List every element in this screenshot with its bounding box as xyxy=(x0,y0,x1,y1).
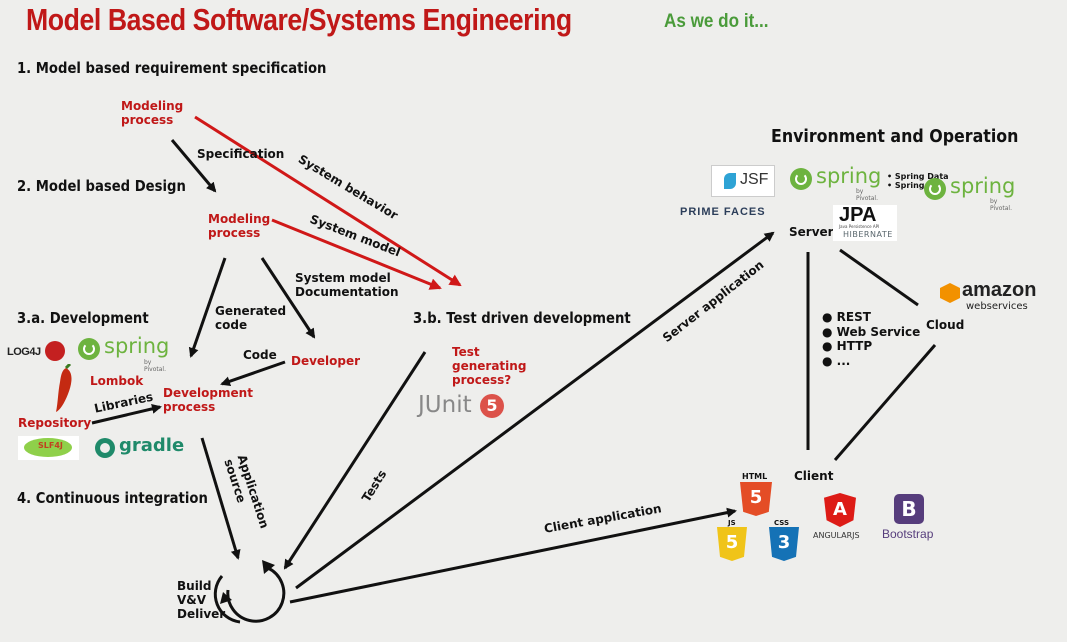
arrow-specification xyxy=(170,139,217,193)
node-build: Build V&V Deliver xyxy=(177,579,226,621)
arrow-generated-code xyxy=(188,257,227,358)
spring-logo: spring by Pivotal. xyxy=(78,334,169,373)
edge-label-code: Code xyxy=(243,348,277,362)
protocol-item: ● ... xyxy=(822,353,851,368)
heading-tdd: 3.b. Test driven development xyxy=(413,309,631,327)
angularjs-logo: A ANGULARJS xyxy=(811,493,869,543)
junit5-logo: JUnit 5 xyxy=(418,392,508,422)
spring-leaf-icon xyxy=(924,178,946,200)
line-cloud-client xyxy=(833,344,937,461)
aws-cubes-icon xyxy=(940,283,960,303)
heading-design: 2. Model based Design xyxy=(17,177,186,195)
page-title: Model Based Software/Systems Engineering xyxy=(26,2,572,37)
aws-logo: amazon webservices xyxy=(940,279,1036,315)
edge-label-generated-code: Generated code xyxy=(215,304,287,332)
node-repository: Repository xyxy=(18,416,92,430)
log4j-icon xyxy=(45,341,65,361)
gradle-logo: gradle xyxy=(95,435,185,461)
protocol-list: ● REST ● Web Service ● HTTP ● ... xyxy=(822,310,920,368)
primefaces-logo: PRIME FACES xyxy=(680,206,766,218)
gradle-icon xyxy=(95,438,115,458)
node-development-process: Development process xyxy=(163,386,253,414)
page-subtitle: As we do it... xyxy=(664,11,769,32)
node-modeling-process-1: Modeling process xyxy=(121,99,184,127)
arrow-application-source xyxy=(200,437,241,560)
js-shield-icon: 5 xyxy=(717,527,747,561)
node-client: Client xyxy=(794,469,834,483)
line-server-cloud xyxy=(839,248,919,307)
arrow-system-behavior xyxy=(194,115,462,287)
js-logo: JS 5 xyxy=(716,519,748,563)
build-cycle xyxy=(226,566,286,623)
lombok-chili-icon xyxy=(52,362,78,414)
arrow-code xyxy=(220,360,286,387)
node-server: Server xyxy=(789,225,834,239)
protocol-item: ● REST xyxy=(822,310,871,324)
html5-shield-icon: 5 xyxy=(740,482,772,516)
css3-shield-icon: 3 xyxy=(769,527,799,561)
log4j-logo: LOG4J xyxy=(7,341,69,363)
html5-logo: HTML 5 xyxy=(738,472,774,518)
edge-label-specification: Specification xyxy=(197,147,285,161)
heading-development: 3.a. Development xyxy=(17,309,149,327)
slf4j-logo: SLF4J xyxy=(18,436,79,460)
node-test-generating: Test generating process? xyxy=(452,345,527,387)
arrow-system-model xyxy=(271,218,442,290)
node-lombok: Lombok xyxy=(90,374,144,388)
edge-label-system-model-doc: System model Documentation xyxy=(295,271,399,299)
arrow-libraries xyxy=(91,403,162,425)
spring-leaf-icon xyxy=(790,168,812,190)
bootstrap-icon: B xyxy=(894,494,924,524)
spring-server-logo: spring by Pivotal. xyxy=(790,164,881,202)
node-modeling-process-2: Modeling process xyxy=(208,212,271,240)
arrow-tests xyxy=(283,351,427,570)
spring-leaf-icon xyxy=(78,338,100,360)
node-developer: Developer xyxy=(291,354,361,368)
heading-ci: 4. Continuous integration xyxy=(17,489,208,507)
junit-badge: 5 xyxy=(480,394,504,418)
node-cloud: Cloud xyxy=(926,318,965,332)
arrow-system-model-doc xyxy=(260,257,316,339)
heading-requirement: 1. Model based requirement specification xyxy=(17,59,327,77)
angular-shield-icon: A xyxy=(824,493,856,527)
arrow-client-application xyxy=(289,507,737,604)
jsf-logo: JSF xyxy=(711,165,775,197)
css3-logo: CSS 3 xyxy=(768,519,800,563)
bootstrap-logo: B Bootstrap xyxy=(880,494,944,542)
heading-environment: Environment and Operation xyxy=(771,126,1019,147)
jpa-hibernate-logo: JPA Java Persistence API HIBERNATE xyxy=(833,204,897,241)
protocol-item: ● Web Service xyxy=(822,324,921,339)
protocol-item: ● HTTP xyxy=(822,339,873,353)
arrow-server-application xyxy=(295,231,775,590)
spring-server-logo-2: spring by Pivotal. xyxy=(924,174,1016,212)
